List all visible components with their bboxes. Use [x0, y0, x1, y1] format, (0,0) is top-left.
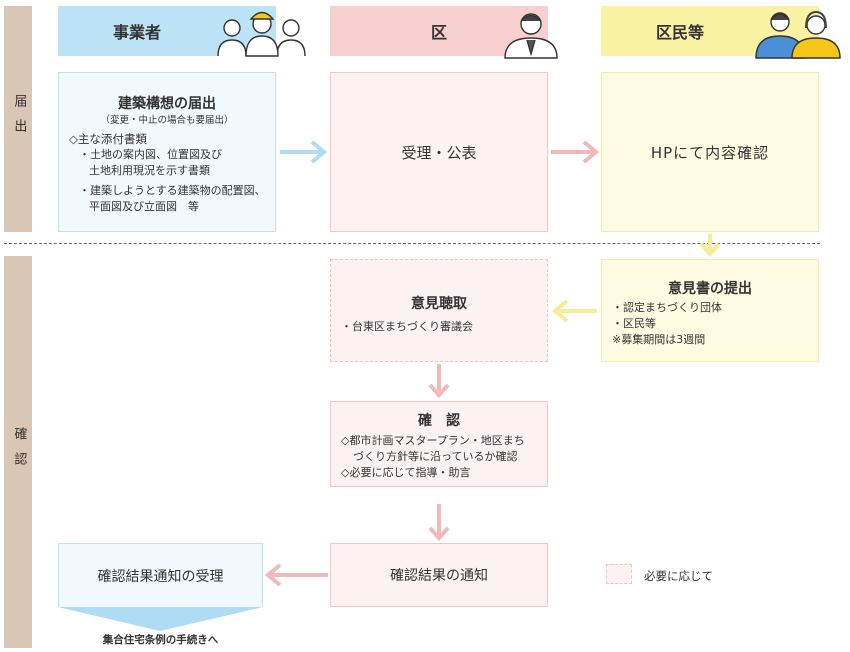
opinion-submit-title: 意見書の提出 — [668, 281, 752, 297]
legend-label: 必要に応じて — [644, 569, 713, 583]
arrow-down-icon — [428, 364, 450, 398]
box-plan-notice: 建築構想の届出 （変更・中止の場合も要届出） ◇主な添付書類 ・土地の案内図、位… — [58, 72, 276, 232]
hearing-title: 意見聴取 — [411, 296, 467, 312]
legend-dashed-swatch — [606, 564, 632, 584]
plan-notice-title: 建築構想の届出 — [118, 96, 216, 112]
box-hp-check: HPにて内容確認 — [601, 72, 819, 232]
box-opinion-submit: 意見書の提出 ・認定まちづくり団体 ・区民等 ※募集期間は3週間 — [601, 259, 819, 362]
confirm-title: 確 認 — [418, 413, 460, 429]
residents-people-icon — [755, 10, 841, 59]
opinion-submit-line3: ※募集期間は3週間 — [612, 332, 706, 346]
header-residents-label: 区民等 — [655, 23, 704, 42]
plan-notice-item2-line1: ・建築しようとする建築物の配置図、 — [79, 184, 266, 198]
plan-notice-item1-line1: ・土地の案内図、位置図及び — [79, 148, 222, 162]
section-label-kakunin-text: 確認 — [11, 427, 27, 477]
section-divider — [4, 243, 820, 244]
hearing-line1: ・台東区まちづくり審議会 — [341, 320, 473, 333]
arrow-down-icon — [699, 234, 721, 257]
plan-notice-subtitle: （変更・中止の場合も要届出） — [100, 115, 234, 126]
arrow-right-icon — [280, 140, 328, 164]
confirm-line3: ◇必要に応じて指導・助言 — [341, 465, 471, 479]
box-hearing: 意見聴取 ・台東区まちづくり審議会 — [330, 259, 548, 362]
box-receipt: 受理・公表 — [330, 72, 548, 232]
section-label-todokede-text: 届出 — [11, 94, 27, 144]
box-confirm: 確 認 ◇都市計画マスタープラン・地区まち づくり方針等に沿っているか確認 ◇必… — [330, 401, 548, 487]
opinion-submit-line1: ・認定まちづくり団体 — [612, 301, 722, 314]
hp-check-title: HPにて内容確認 — [650, 143, 770, 162]
box-result-notice: 確認結果の通知 — [330, 543, 548, 607]
confirm-line2: づくり方針等に沿っているか確認 — [353, 449, 518, 463]
plan-notice-item2-line2: 平面図及び立面図 等 — [89, 200, 199, 214]
header-ward-label: 区 — [430, 23, 447, 42]
chevron-down-icon — [58, 607, 263, 631]
opinion-submit-line2: ・区民等 — [612, 316, 656, 330]
confirm-line1: ◇都市計画マスタープラン・地区まち — [341, 434, 525, 447]
plan-notice-item1-line2: 土地利用現況を示す書類 — [89, 164, 210, 178]
arrow-down-icon — [428, 504, 450, 541]
result-receipt-title: 確認結果通知の受理 — [97, 568, 224, 585]
result-notice-title: 確認結果の通知 — [390, 568, 488, 584]
arrow-right-icon — [551, 140, 600, 164]
box-result-receipt: 確認結果通知の受理 — [58, 543, 263, 607]
arrow-left-icon — [551, 299, 597, 323]
header-business-label: 事業者 — [112, 23, 161, 42]
plan-notice-attach-heading: ◇主な添付書類 — [69, 131, 147, 146]
section-label-kakunin: 確認 — [4, 256, 32, 648]
section-label-todokede: 届出 — [4, 6, 32, 232]
official-person-icon — [504, 13, 558, 59]
receipt-title: 受理・公表 — [401, 143, 477, 162]
next-procedure-label: 集合住宅条例の手続きへ — [102, 634, 219, 646]
business-people-icon — [217, 11, 306, 57]
arrow-left-icon — [264, 563, 328, 587]
